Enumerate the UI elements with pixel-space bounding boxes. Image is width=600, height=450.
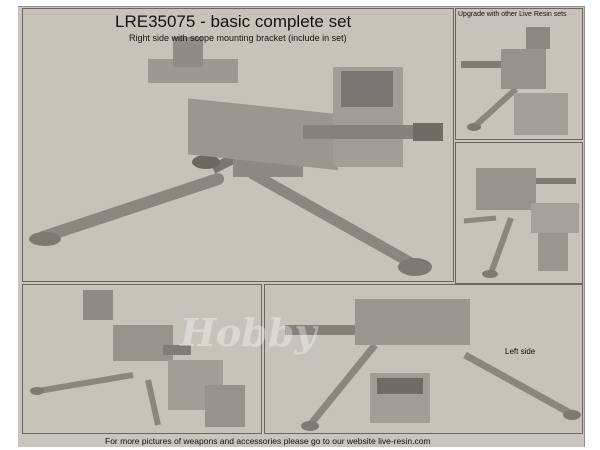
watermark: Hobby (180, 310, 317, 355)
upgrade-note: Upgrade with other Live Resin sets (458, 11, 567, 18)
footer-text: For more pictures of weapons and accesso… (105, 436, 431, 446)
left-side-photo-panel: Left side (264, 284, 583, 434)
detail-photo-panel (22, 284, 262, 434)
main-gun-render (29, 37, 443, 276)
set-subtitle: Right side with scope mounting bracket (… (129, 33, 347, 43)
upgrade-gun-render-top (461, 27, 568, 135)
main-photo-panel: LRE35075 - basic complete set Right side… (22, 8, 454, 282)
set-title: LRE35075 - basic complete set (115, 12, 352, 31)
upgrade-gun-render-middle (463, 168, 579, 278)
upgrade-photo-panel-top: Upgrade with other Live Resin sets (455, 8, 583, 140)
left-side-gun-render (285, 299, 581, 431)
left-side-label: Left side (505, 347, 536, 356)
upgrade-photo-panel-middle (455, 142, 583, 284)
detail-gun-render (30, 290, 245, 427)
